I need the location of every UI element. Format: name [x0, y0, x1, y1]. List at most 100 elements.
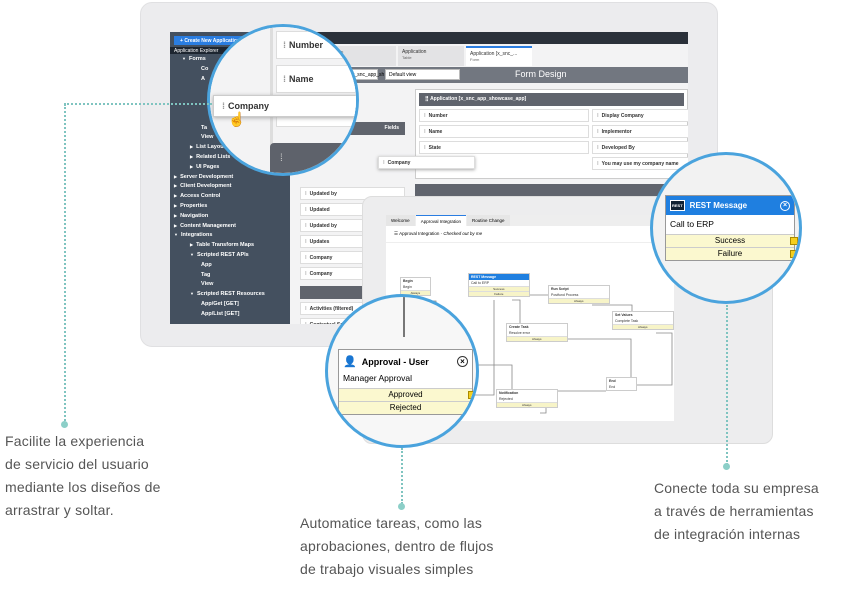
- form-field[interactable]: ⁞Name: [419, 125, 589, 138]
- explorer-item[interactable]: ▶Server Development: [170, 172, 290, 182]
- expand-arrow-icon: ▶: [190, 153, 194, 159]
- zoom-field[interactable]: ⁞Number: [276, 31, 356, 59]
- explorer-item[interactable]: App: [170, 260, 290, 270]
- field-label: Updated by: [309, 191, 337, 197]
- dragged-field[interactable]: ⁞Company: [378, 156, 475, 169]
- close-icon[interactable]: ×: [780, 200, 790, 211]
- explorer-item[interactable]: ▶UI Pages: [170, 162, 290, 172]
- drag-handle-icon: ⁞: [424, 145, 426, 151]
- output-condition[interactable]: Failure: [666, 247, 798, 260]
- form-field[interactable]: ⁞State: [419, 141, 589, 154]
- form-field[interactable]: ⁞Implementor: [592, 125, 688, 138]
- explorer-item-label: Tag: [201, 271, 211, 278]
- view-select[interactable]: Default view: [385, 69, 460, 80]
- explorer-item[interactable]: ▼Integrations: [170, 230, 290, 240]
- output-port-icon[interactable]: [468, 391, 476, 399]
- workflow-tab[interactable]: Approval Integration: [415, 215, 466, 226]
- expand-arrow-icon: ▶: [174, 212, 178, 218]
- explorer-item-label: Table Transform Maps: [196, 242, 255, 249]
- output-port-icon[interactable]: [790, 237, 798, 245]
- zoom-dragged-field[interactable]: ⁞Company: [213, 95, 356, 117]
- tab-title: Application: [402, 49, 427, 55]
- explorer-item[interactable]: ▼Scripted REST Resources: [170, 289, 290, 299]
- menu-icon[interactable]: ☰: [394, 231, 399, 236]
- explorer-item[interactable]: ▶Navigation: [170, 211, 290, 221]
- explorer-item[interactable]: ▼Scripted REST APIs: [170, 250, 290, 260]
- drag-handle-icon: ⁞: [305, 191, 307, 197]
- explorer-item[interactable]: ▶Properties: [170, 201, 290, 211]
- form-field[interactable]: ⁞Number: [419, 109, 589, 122]
- explorer-item-label: View: [201, 134, 214, 141]
- expand-arrow-icon: ▶: [190, 242, 194, 248]
- explorer-item[interactable]: ▶Access Control: [170, 191, 290, 201]
- output-condition[interactable]: Success: [666, 234, 798, 247]
- explorer-item[interactable]: ▶Table Transform Maps: [170, 240, 290, 250]
- close-icon[interactable]: ×: [457, 356, 468, 367]
- drag-handle-icon: ⁞: [305, 322, 307, 324]
- explorer-item-label: Co: [201, 65, 209, 72]
- tab-title: Application [x_snc_...: [470, 51, 518, 57]
- workflow-tab[interactable]: Welcome: [386, 215, 415, 226]
- explorer-item[interactable]: A: [170, 74, 290, 84]
- connector-right: [726, 305, 728, 465]
- tab-subtitle: Form: [470, 57, 480, 62]
- explorer-item[interactable]: App/List [GET]: [170, 309, 290, 319]
- expand-arrow-icon: ▶: [190, 163, 194, 169]
- activity-output[interactable]: Always: [497, 402, 557, 407]
- activity-output[interactable]: Always: [401, 290, 430, 295]
- explorer-item[interactable]: Tag: [170, 270, 290, 280]
- explorer-item[interactable]: View: [170, 132, 290, 142]
- output-condition[interactable]: Rejected: [339, 401, 476, 414]
- activity-name: Begin: [403, 279, 413, 283]
- workflow-title: Approval Integration: [399, 231, 440, 236]
- activity-output[interactable]: Success: [469, 286, 529, 291]
- activity-output[interactable]: Failure: [469, 291, 529, 296]
- connector-dot: [723, 463, 730, 470]
- workflow-tab[interactable]: Routine Change: [466, 215, 510, 226]
- approval-card[interactable]: 👤 Approval - User × Manager Approval App…: [338, 349, 476, 415]
- form-field[interactable]: ⁞You may use my company name: [592, 157, 688, 170]
- form-fields: ⁞Number⁞Display Company⁞Name⁞Implementor…: [416, 109, 688, 170]
- field-label: Activities (filtered): [309, 306, 354, 312]
- explorer-item-label: App/List [GET]: [201, 310, 240, 317]
- activity-output[interactable]: Always: [507, 336, 567, 341]
- approval-desc: Manager Approval: [343, 373, 412, 383]
- explorer-item-label: Forms: [188, 56, 206, 62]
- output-port-icon[interactable]: [468, 404, 476, 412]
- section-header: ⣿ Application [x_snc_app_showcase_app]: [419, 93, 684, 106]
- rest-card-title: REST Message: [689, 201, 748, 210]
- explorer-item[interactable]: ▼Forms: [170, 54, 290, 64]
- activity-desc: Complete Task: [615, 319, 639, 323]
- field-label: State: [428, 145, 441, 151]
- explorer-item[interactable]: Ta: [170, 123, 290, 133]
- output-port-icon[interactable]: [790, 250, 798, 258]
- form-field[interactable]: ⁞Developed By: [592, 141, 688, 154]
- explorer-item[interactable]: Co: [170, 64, 290, 74]
- zoom-field[interactable]: ⁞Name: [276, 65, 356, 93]
- activity-name: REST Message: [469, 274, 529, 280]
- activity-output[interactable]: Always: [613, 324, 673, 329]
- explorer-item[interactable]: ▶Client Development: [170, 181, 290, 191]
- rest-card-desc: Call to ERP: [670, 219, 714, 229]
- caption-line: a través de herramientas: [654, 503, 814, 519]
- explorer-item[interactable]: View: [170, 279, 290, 289]
- explorer-item[interactable]: ▶Content Management: [170, 221, 290, 231]
- workflow-header: ☰ Approval Integration - Checked out by …: [386, 226, 674, 243]
- expand-arrow-icon: ▼: [190, 291, 194, 297]
- activity-output[interactable]: Always: [549, 298, 609, 303]
- form-field[interactable]: ⁞Display Company: [592, 109, 688, 122]
- output-condition[interactable]: Approved: [339, 388, 476, 401]
- activity-desc: Rejected: [499, 397, 513, 401]
- editor-tab[interactable]: Application [x_snc_...Form: [466, 46, 532, 66]
- explorer-item[interactable]: App/Get [GET]: [170, 299, 290, 309]
